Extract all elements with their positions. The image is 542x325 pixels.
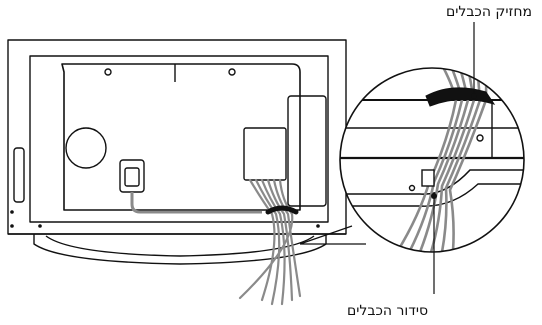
power-socket: [120, 160, 144, 192]
routing-leader-dot: [431, 193, 437, 199]
cable-bundle: [240, 180, 300, 304]
io-panel: [244, 128, 286, 180]
speaker-grille: [66, 128, 106, 168]
power-socket-inner: [125, 168, 139, 186]
tv-rear-body: [8, 40, 346, 264]
zoom-pointer: [300, 226, 366, 244]
tv-outer-frame: [8, 40, 346, 234]
holder-leader-dot: [471, 93, 477, 99]
screw: [105, 69, 111, 75]
cable-routing-label: סידור הכבלים: [347, 303, 428, 319]
cable-holder-label: מחזיק הכבלים: [446, 4, 532, 20]
io-panel-bracket: [288, 96, 326, 206]
side-handle: [14, 148, 24, 202]
screw: [229, 69, 235, 75]
power-cable: [132, 192, 262, 212]
